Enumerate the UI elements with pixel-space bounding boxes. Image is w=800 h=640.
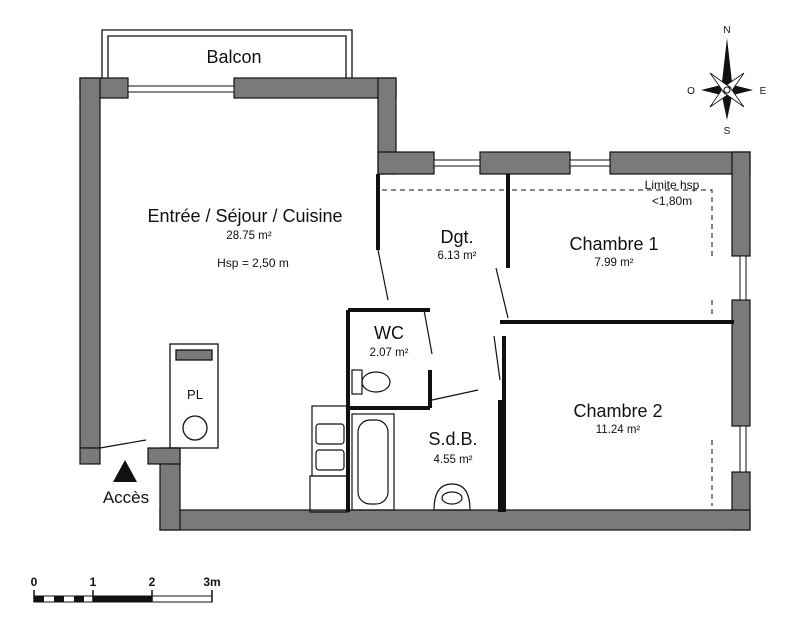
entrance-arrow-icon — [113, 460, 137, 482]
doors — [99, 249, 509, 449]
compass-south: S — [724, 126, 731, 137]
balcon-label: Balcon — [206, 47, 261, 67]
dgt-name: Dgt. — [440, 227, 473, 247]
chambre2-name: Chambre 2 — [573, 401, 662, 421]
balcony — [101, 29, 353, 78]
compass-north: N — [723, 25, 730, 36]
placard-label: PL — [187, 387, 203, 402]
placard — [169, 343, 219, 449]
windows — [127, 85, 747, 473]
scale-tick-2: 2 — [149, 575, 156, 589]
sejour-area: 28.75 m² — [226, 230, 272, 242]
scale-bar — [33, 590, 213, 603]
dgt-area: 6.13 m² — [438, 250, 477, 262]
chambre2-area: 11.24 m² — [596, 424, 641, 436]
sejour-name: Entrée / Séjour / Cuisine — [147, 206, 342, 226]
compass-west: O — [687, 86, 695, 97]
chambre1-name: Chambre 1 — [569, 234, 658, 254]
sejour-hsp: Hsp = 2,50 m — [217, 256, 289, 270]
chambre1-note-line1: Limite hsp — [645, 178, 700, 192]
washbasin-fixture — [433, 483, 471, 511]
toilet-fixture — [351, 369, 391, 395]
height-limit-lines — [382, 189, 713, 506]
scale-tick-0: 0 — [31, 575, 38, 589]
scale-tick-3m: 3m — [203, 575, 220, 589]
interior-walls — [346, 174, 734, 512]
scale-tick-1: 1 — [90, 575, 97, 589]
chambre1-note-line2: <1,80m — [652, 194, 692, 208]
sdb-name: S.d.B. — [428, 429, 477, 449]
compass-rose-icon — [701, 38, 753, 120]
compass-east: E — [760, 86, 767, 97]
kitchen-sink — [309, 405, 349, 513]
chambre1-area: 7.99 m² — [595, 257, 634, 269]
bathtub-fixture — [351, 413, 395, 511]
exterior-walls — [79, 77, 751, 531]
wc-area: 2.07 m² — [370, 347, 409, 359]
wc-name: WC — [374, 323, 404, 343]
sdb-area: 4.55 m² — [434, 454, 473, 466]
entrance-label: Accès — [103, 488, 149, 507]
